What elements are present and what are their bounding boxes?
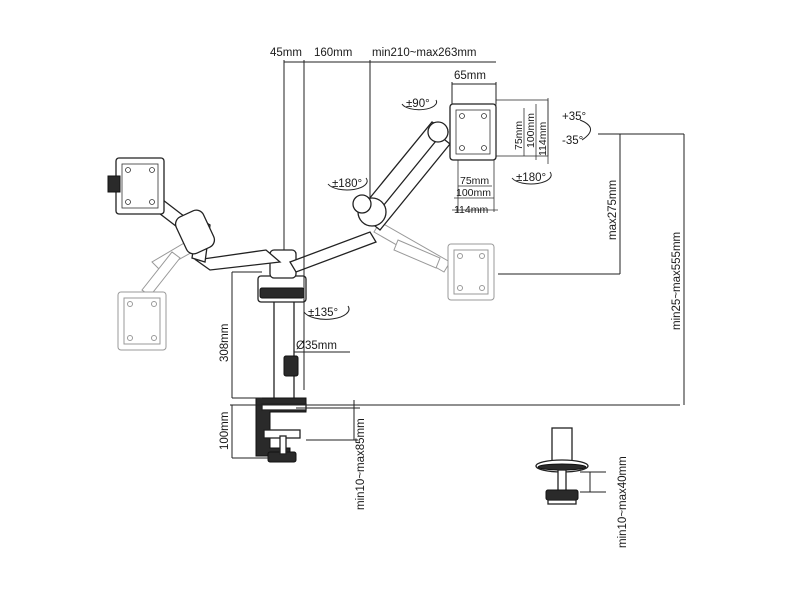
dim-height-max: max275mm [607,180,619,240]
dim-height-range: min25~max555mm [671,232,683,330]
dim-clamp-height: 100mm [219,412,231,450]
rot-tilt-down: -35° [562,135,583,147]
dim-vesa-v75: 75mm [513,121,525,150]
swivel-head-arrow [511,171,552,185]
tilt-arrow [579,119,591,141]
dim-vesa-75: 75mm [460,175,489,187]
dim-top-offset: 45mm [270,47,302,59]
rot-swivel-arm: ±180° [332,178,362,190]
swivel-arm-arrow [327,177,368,191]
dim-vesa-v100: 100mm [525,113,537,148]
right-vesa-plate [449,99,549,161]
rot-tilt-up: +35° [562,111,586,123]
pole-rotate-arrow [303,305,350,320]
ghost-vesa-plate-left [117,291,167,351]
dim-vesa-v114: 114mm [537,122,549,156]
dim-top-range: min210~max263mm [372,47,477,59]
grommet-mount [535,427,589,505]
dim-pole-diameter: Ø35mm [296,340,337,352]
dim-vesa-114: 114mm [454,204,488,216]
dim-top-width: 160mm [314,47,352,59]
cable-clip [283,355,299,377]
rot-rotate: ±90° [406,98,430,110]
dim-vesa-offset: 65mm [454,70,486,82]
desk-clamp [255,397,307,463]
rot-swivel-head: ±180° [516,172,546,184]
rotate-arrow [401,99,438,111]
ghost-vesa-plate-right [447,243,495,301]
dim-clamp-range: min10~max85mm [355,418,367,510]
pole [273,299,299,403]
dim-vesa-100: 100mm [456,187,491,199]
dim-grommet-range: min10~max40mm [617,456,629,548]
rot-pole: ±135° [308,307,338,319]
right-arm [289,121,451,273]
central-hub [257,249,307,303]
ghost-arm-right [373,221,451,273]
dim-pole-height: 308mm [219,324,231,362]
left-vesa-plate [107,157,165,215]
